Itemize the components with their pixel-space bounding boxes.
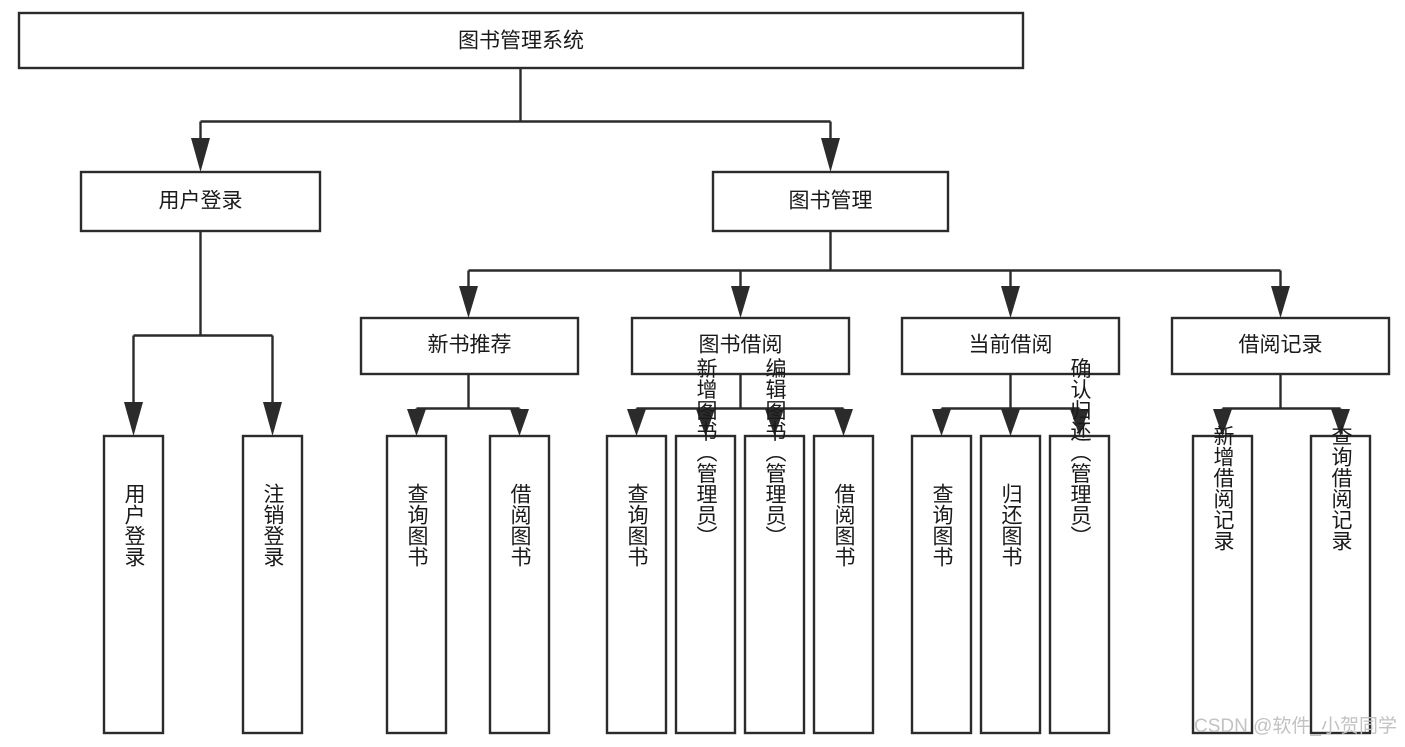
node-leaf-confirm-return[interactable]: 确认归还（管理员） xyxy=(1048,358,1111,735)
node-new-book-recommend-label: 新书推荐 xyxy=(428,334,512,357)
arrow-head-user-login xyxy=(191,138,210,172)
node-book-borrow-label: 图书借阅 xyxy=(699,334,783,357)
arrow-head-leaf-query-book-1 xyxy=(407,409,426,436)
node-leaf-add-book-box[interactable] xyxy=(674,434,737,735)
arrow-head-leaf-query-record xyxy=(1331,409,1350,436)
connector-borrow-record-to-leaves xyxy=(1213,374,1350,436)
arrow-head-leaf-borrow-book-1 xyxy=(510,409,529,436)
node-leaf-query-record-label: 查询借阅记录 xyxy=(1329,425,1353,551)
node-leaf-query-book-2[interactable]: 查询图书 xyxy=(605,434,668,735)
node-book-borrow-box[interactable] xyxy=(630,316,851,376)
node-leaf-query-book-2-box[interactable] xyxy=(605,434,668,735)
node-leaf-add-record[interactable]: 新增借阅记录 xyxy=(1191,425,1254,735)
node-book-manage-label: 图书管理 xyxy=(789,190,873,213)
connector-book-borrow-to-leaves xyxy=(627,374,853,436)
arrow-head-leaf-add-book xyxy=(696,409,715,436)
arrow-head-leaf-user-login xyxy=(124,402,143,436)
node-new-book-recommend[interactable]: 新书推荐 xyxy=(359,316,580,376)
arrow-head-borrow-record xyxy=(1271,286,1290,318)
arrow-head-book-manage xyxy=(821,138,840,172)
node-leaf-query-record[interactable]: 查询借阅记录 xyxy=(1309,425,1372,735)
node-leaf-user-login[interactable]: 用户登录 xyxy=(102,434,165,735)
node-root-box[interactable] xyxy=(17,11,1025,70)
arrow-head-leaf-confirm-return xyxy=(1070,409,1089,436)
node-leaf-edit-book-box[interactable] xyxy=(743,434,806,735)
node-leaf-query-book-3-box[interactable] xyxy=(910,434,973,735)
node-leaf-add-record-label: 新增借阅记录 xyxy=(1211,425,1235,551)
node-leaf-logout-label: 注销登录 xyxy=(261,483,285,567)
node-leaf-add-book[interactable]: 新增图书（管理员） xyxy=(674,358,737,735)
arrow-head-leaf-query-book-2 xyxy=(627,409,646,436)
arrow-head-new-book-recommend xyxy=(459,286,478,318)
node-leaf-borrow-book-1-label: 借阅图书 xyxy=(508,483,532,567)
node-leaf-borrow-book-2-label: 借阅图书 xyxy=(832,483,856,567)
node-leaf-logout[interactable]: 注销登录 xyxy=(241,434,304,735)
arrow-head-leaf-edit-book xyxy=(765,409,784,436)
node-leaf-confirm-return-box[interactable] xyxy=(1048,434,1111,735)
node-leaf-user-login-label: 用户登录 xyxy=(122,483,146,567)
node-root[interactable]: 图书管理系统 xyxy=(17,11,1025,70)
arrow-head-current-borrow xyxy=(1001,286,1020,318)
node-leaf-edit-book-label: 编辑图书（管理员） xyxy=(763,358,787,547)
node-leaf-add-record-box[interactable] xyxy=(1191,434,1254,735)
node-current-borrow-box[interactable] xyxy=(900,316,1121,376)
node-root-label: 图书管理系统 xyxy=(458,30,584,53)
node-new-book-recommend-box[interactable] xyxy=(359,316,580,376)
node-leaf-confirm-return-label: 确认归还（管理员） xyxy=(1068,358,1092,547)
node-book-manage[interactable]: 图书管理 xyxy=(711,170,950,233)
node-leaf-return-book-label: 归还图书 xyxy=(999,483,1023,567)
node-leaf-query-book-3[interactable]: 查询图书 xyxy=(910,434,973,735)
node-leaf-borrow-book-2-box[interactable] xyxy=(812,434,875,735)
connector-book-manage-to-level3 xyxy=(459,231,1290,318)
node-leaf-query-book-1-box[interactable] xyxy=(385,434,448,735)
connector-root-to-level2 xyxy=(191,68,840,172)
node-borrow-record[interactable]: 借阅记录 xyxy=(1170,316,1391,376)
csdn-watermark: CSDN @软件_小贺同学 xyxy=(1194,715,1397,737)
node-leaf-borrow-book-1[interactable]: 借阅图书 xyxy=(488,434,551,735)
node-user-login[interactable]: 用户登录 xyxy=(79,170,322,233)
node-leaf-query-book-1[interactable]: 查询图书 xyxy=(385,434,448,735)
node-borrow-record-box[interactable] xyxy=(1170,316,1391,376)
arrow-head-book-borrow xyxy=(731,286,750,318)
arrow-head-leaf-return-book xyxy=(1001,409,1020,436)
node-leaf-logout-box[interactable] xyxy=(241,434,304,735)
node-leaf-return-book[interactable]: 归还图书 xyxy=(979,434,1042,735)
node-leaf-query-record-box[interactable] xyxy=(1309,434,1372,735)
arrow-head-leaf-borrow-book-2 xyxy=(834,409,853,436)
node-leaf-user-login-box[interactable] xyxy=(102,434,165,735)
node-user-login-box[interactable] xyxy=(79,170,322,233)
node-current-borrow-label: 当前借阅 xyxy=(969,334,1053,357)
connector-user-login-to-leaves xyxy=(124,231,282,436)
node-leaf-borrow-book-1-box[interactable] xyxy=(488,434,551,735)
arrow-head-leaf-add-record xyxy=(1213,409,1232,436)
node-leaf-query-book-3-label: 查询图书 xyxy=(930,483,954,567)
arrow-head-leaf-query-book-3 xyxy=(932,409,951,436)
node-leaf-add-book-label: 新增图书（管理员） xyxy=(694,358,718,547)
node-book-borrow[interactable]: 图书借阅 xyxy=(630,316,851,376)
node-leaf-query-book-2-label: 查询图书 xyxy=(625,483,649,567)
node-leaf-edit-book[interactable]: 编辑图书（管理员） xyxy=(743,358,806,735)
arrow-head-leaf-logout xyxy=(263,402,282,436)
node-leaf-borrow-book-2[interactable]: 借阅图书 xyxy=(812,434,875,735)
node-current-borrow[interactable]: 当前借阅 xyxy=(900,316,1121,376)
node-borrow-record-label: 借阅记录 xyxy=(1239,334,1323,357)
node-user-login-label: 用户登录 xyxy=(159,190,243,213)
connector-current-borrow-to-leaves xyxy=(932,374,1089,436)
node-book-manage-box[interactable] xyxy=(711,170,950,233)
node-leaf-return-book-box[interactable] xyxy=(979,434,1042,735)
node-leaf-query-book-1-label: 查询图书 xyxy=(405,483,429,567)
connector-new-book-recommend-to-leaves xyxy=(407,374,529,436)
